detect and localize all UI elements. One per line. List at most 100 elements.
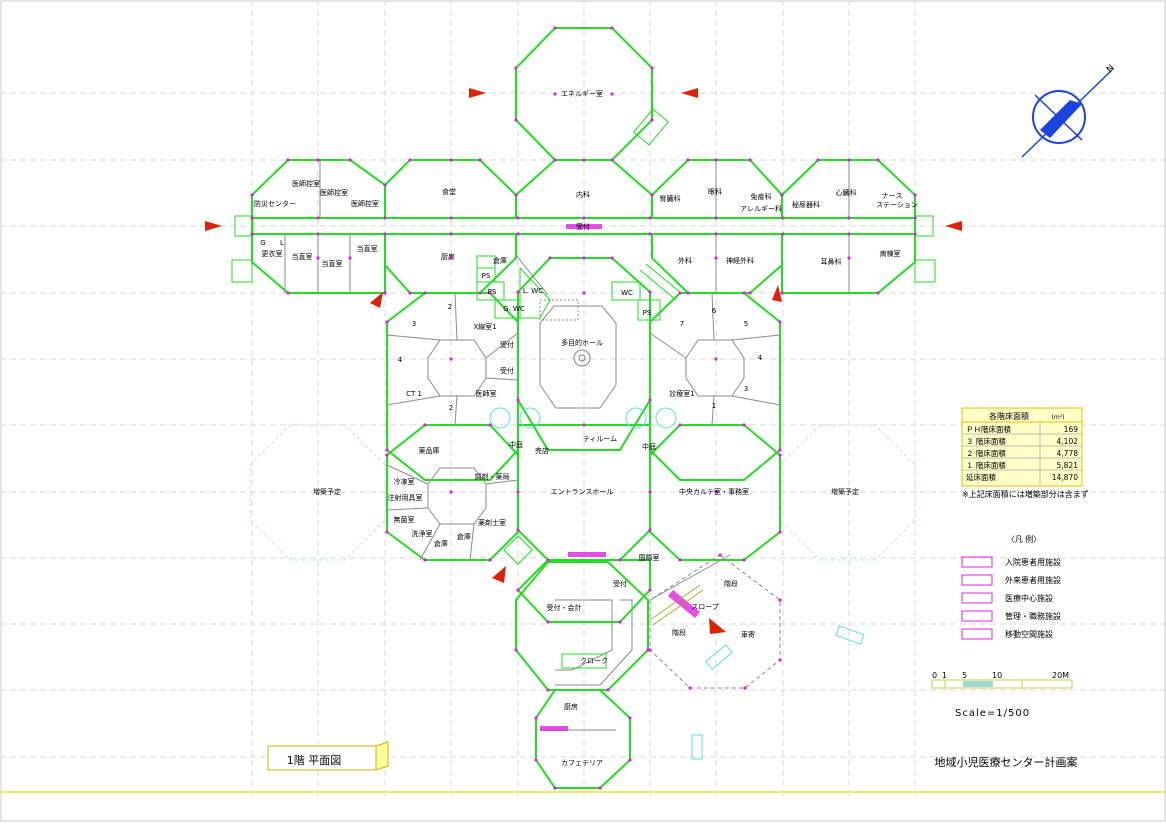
room-exam-1: 診療室1 (669, 389, 694, 398)
column-dot (316, 256, 320, 260)
room-num-5: 7 (680, 320, 684, 328)
column-dot (678, 558, 682, 562)
room-immunology: 免疫科 (751, 192, 772, 201)
legend-label: 医療中心施設 (1005, 593, 1053, 603)
column-dot (548, 256, 552, 260)
entry-arrows (205, 88, 962, 634)
column-dot (582, 291, 586, 295)
area-row-value: 4,778 (1057, 449, 1079, 458)
parked-cars (691, 625, 865, 760)
column-dot (742, 558, 746, 562)
column-dot (618, 620, 622, 624)
area-row-label: １ 階床面積 (966, 460, 1006, 470)
room-ps-3: PS (643, 309, 652, 317)
column-dot (449, 490, 453, 494)
room-ps-2: PS (488, 288, 497, 296)
column-dot (618, 558, 622, 562)
room-num-7: 5 (744, 320, 748, 328)
room-future-left: 増築予定 (313, 487, 341, 496)
column-dot (516, 232, 520, 236)
column-dot (748, 158, 752, 162)
legend-swatch (961, 574, 993, 586)
column-dot (516, 290, 520, 294)
room-num-9: 3 (744, 385, 748, 393)
column-dot (534, 758, 538, 762)
area-row-label: 延床面積 (966, 472, 996, 482)
column-dot (582, 256, 586, 260)
column-dot (286, 291, 290, 295)
room-entrance-hall: エントランスホール (551, 488, 614, 496)
column-dot (816, 158, 820, 162)
room-ladies-wc: L. WC (523, 287, 543, 295)
legend-swatch (961, 610, 993, 622)
scale-tick-20m: 20M (1052, 671, 1069, 680)
area-row-value: 4,102 (1057, 437, 1079, 446)
scale-tick-1: 1 (942, 671, 947, 680)
column-dot (628, 758, 632, 762)
column-dot (610, 26, 614, 30)
column-dot (516, 216, 520, 220)
future-extension-right-outline (779, 424, 916, 561)
room-num-8: 4 (758, 354, 763, 362)
column-dot (449, 158, 453, 162)
drawing-title: 1階 平面図 (287, 753, 342, 767)
area-row-value: 169 (1064, 425, 1079, 434)
column-dot (514, 66, 518, 70)
room-ent: 耳鼻科 (821, 257, 842, 266)
room-gl-g: G (260, 239, 265, 247)
legend-swatch (961, 592, 993, 604)
column-dot (250, 216, 254, 220)
column-dot (423, 558, 427, 562)
interior-partitions (284, 160, 850, 731)
column-dot (516, 398, 520, 402)
room-gents-wc: G. WC (503, 305, 525, 313)
room-stairs-2: 階段 (672, 628, 686, 637)
room-nurse-station-2: ステーション (876, 201, 918, 209)
column-dot (488, 423, 492, 427)
room-future-right: 増築予定 (831, 487, 859, 496)
column-dot (383, 216, 387, 220)
column-dot (678, 291, 682, 295)
column-dot (383, 291, 387, 295)
column-dot (546, 688, 550, 692)
column-dot (781, 216, 785, 220)
column-dot (780, 193, 784, 197)
column-dot (516, 490, 520, 494)
column-dot (714, 357, 718, 361)
legend-label: 外来患者用施設 (1005, 575, 1061, 585)
room-kitchen-bottom: 厨房 (564, 702, 578, 711)
room-slope: スロープ (691, 603, 719, 611)
column-dot (385, 453, 389, 457)
column-dot (514, 193, 518, 197)
room-doctor-lounge-3: 医師控室 (351, 199, 379, 208)
structural-columns (250, 26, 917, 790)
column-dot (847, 232, 851, 236)
column-dot (876, 158, 880, 162)
room-warehouse-1: 倉庫 (434, 539, 448, 548)
column-dot (348, 158, 352, 162)
column-dot (348, 256, 352, 260)
column-dot (534, 716, 538, 720)
column-dot (743, 686, 747, 690)
room-storage-top: 倉庫 (493, 256, 507, 265)
room-disaster-center: 防災センター (254, 199, 296, 208)
column-dot (514, 648, 518, 652)
room-ct: CT 1 (406, 390, 422, 398)
column-dot (385, 530, 389, 534)
room-xray: X線室1 (473, 322, 496, 331)
room-allergy: アレルギー科 (740, 204, 782, 213)
column-dot (478, 158, 482, 162)
area-row-label: ＰＨ階床面積 (966, 424, 1011, 434)
column-dot (778, 530, 782, 534)
room-wc: WC (621, 289, 633, 297)
column-dot (688, 686, 692, 690)
room-surgery: 外科 (678, 256, 692, 265)
column-dot (582, 158, 586, 162)
column-dot (408, 158, 412, 162)
room-doctor-lounge-1: 医師控室 (292, 179, 320, 188)
area-row-value: 5,821 (1057, 461, 1079, 470)
scale-bar: 0 1 5 10 20M Scale=1/500 (931, 671, 1073, 719)
column-dot (648, 490, 652, 494)
